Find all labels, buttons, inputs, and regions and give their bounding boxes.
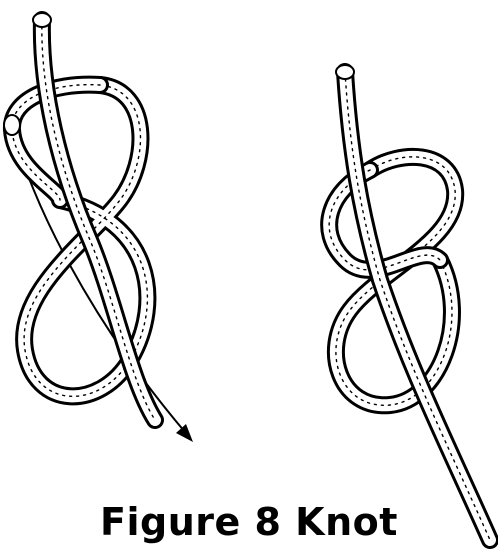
figure-8-knot-tight bbox=[329, 65, 490, 540]
rope-tip bbox=[33, 13, 51, 27]
direction-arrowhead bbox=[176, 424, 193, 442]
rope-upper-loop-right bbox=[329, 170, 440, 270]
rope-cut-end bbox=[4, 115, 20, 135]
figure-8-knot-loose bbox=[4, 13, 193, 442]
rope-tip-right bbox=[336, 65, 354, 79]
figure-caption: Figure 8 Knot bbox=[0, 500, 498, 544]
